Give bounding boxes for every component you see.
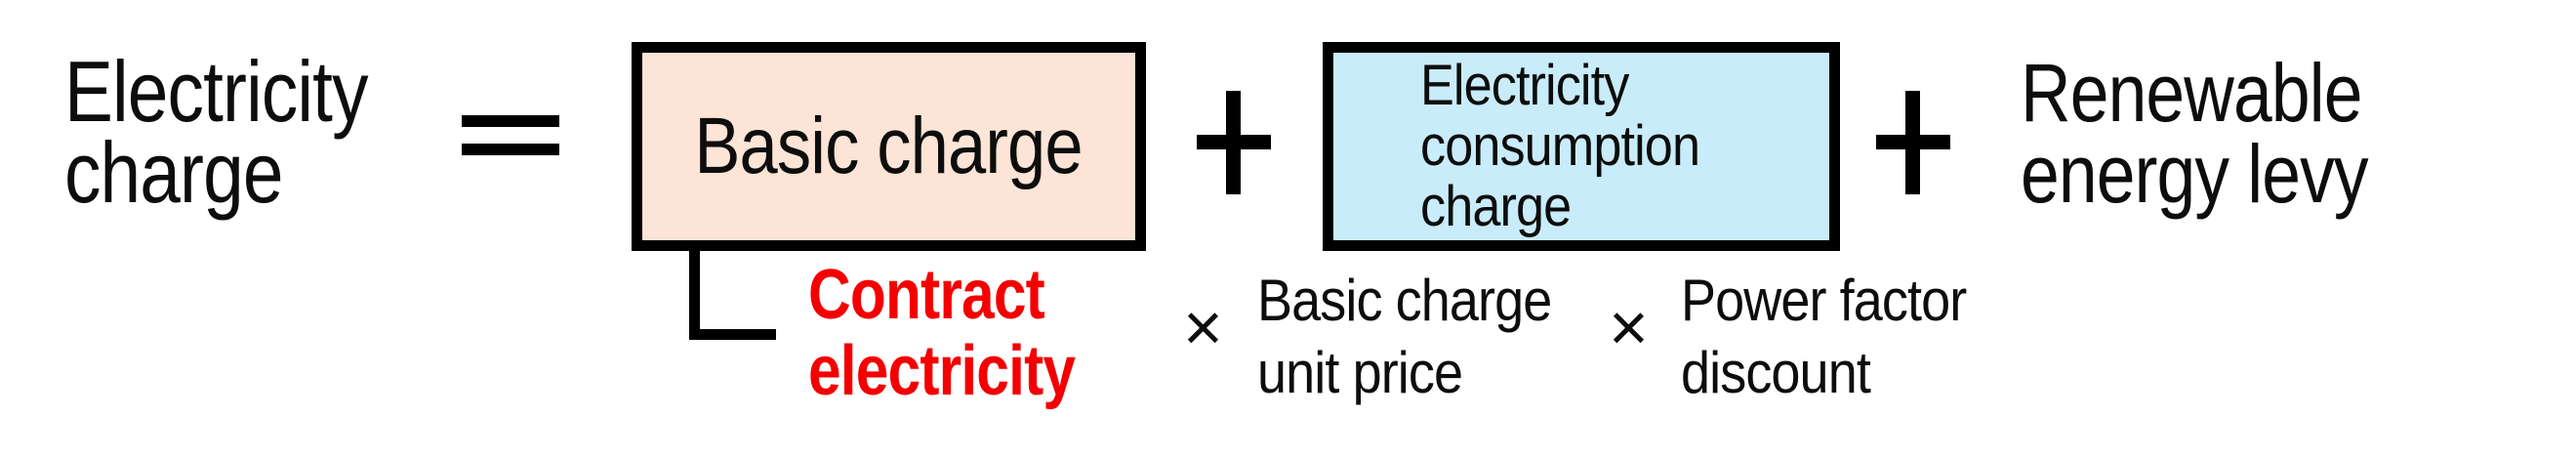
contract-electricity-label: Contract electricity — [808, 256, 1076, 410]
contract-electricity-line2: electricity — [808, 332, 1076, 410]
power-factor-discount-label: Power factor discount — [1681, 265, 1967, 409]
basic-charge-unit-price-line1: Basic charge — [1257, 268, 1552, 333]
plus-horizontal-bar — [1197, 135, 1271, 149]
renewable-levy-label-line1: Renewable — [2021, 47, 2362, 139]
consumption-charge-box-label: Electricity consumption charge — [1420, 54, 1700, 238]
basic-charge-box-label: Basic charge — [694, 102, 1084, 190]
power-factor-discount-line2: discount — [1681, 340, 1871, 405]
electricity-charge-label-line1: Electricity — [64, 43, 369, 140]
basic-charge-box: Basic charge — [632, 42, 1146, 251]
electricity-charge-label-line2: charge — [64, 124, 283, 221]
consumption-label-line1: Electricity — [1420, 54, 1629, 117]
basic-charge-unit-price-line2: unit price — [1257, 340, 1463, 405]
equals-bottom-bar — [462, 144, 559, 155]
connector-horizontal-line — [689, 329, 776, 340]
plus-sign-1 — [1182, 91, 1286, 194]
consumption-charge-box: Electricity consumption charge — [1323, 42, 1840, 251]
consumption-label-line3: charge — [1420, 175, 1572, 238]
electricity-charge-label: Electricity charge — [64, 43, 369, 221]
multiplication-sign-2: × — [1609, 289, 1649, 365]
renewable-energy-levy-label: Renewable energy levy — [2021, 47, 2369, 220]
basic-charge-unit-price-label: Basic charge unit price — [1257, 265, 1552, 409]
multiplication-sign-1: × — [1183, 289, 1223, 365]
equals-sign — [462, 115, 559, 155]
power-factor-discount-line1: Power factor — [1681, 268, 1967, 333]
contract-electricity-line1: Contract — [808, 256, 1045, 334]
consumption-label-line2: consumption — [1420, 114, 1700, 178]
equals-top-bar — [462, 115, 559, 127]
plus-horizontal-bar — [1876, 135, 1950, 149]
plus-sign-2 — [1861, 91, 1965, 194]
renewable-levy-label-line2: energy levy — [2021, 128, 2369, 220]
connector-vertical-line — [689, 246, 700, 340]
